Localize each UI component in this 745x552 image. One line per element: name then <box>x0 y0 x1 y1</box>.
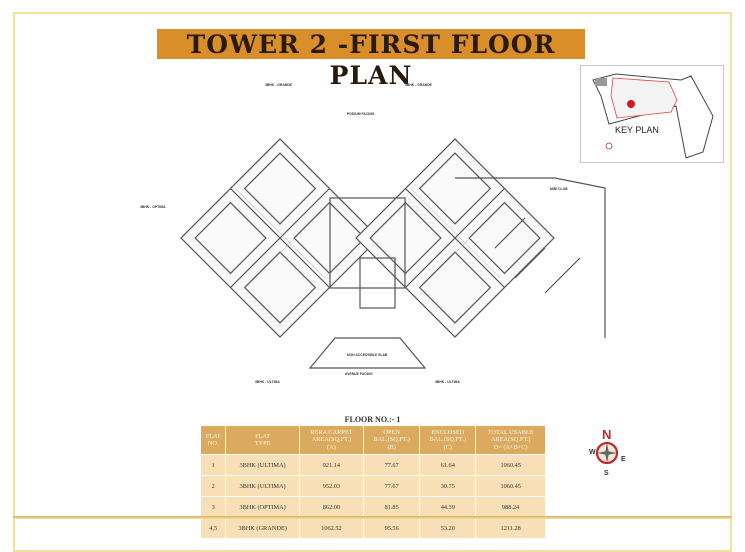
table-cell: 81.85 <box>364 497 420 517</box>
column-header-line: AREA(SQ.FT.) <box>311 436 352 444</box>
floor-plan-drawing: PODIUM FACING AVENUE FACING NON ACCESSIB… <box>140 83 606 384</box>
column-header-line: (A) <box>327 443 336 451</box>
column-header-line: BAL.(SQ.FT.) <box>429 436 466 444</box>
column-header-line: (C) <box>443 443 452 451</box>
table-cell: 77.67 <box>364 455 420 475</box>
table-cell: 61.64 <box>420 455 476 475</box>
column-header-line: FLAT <box>205 432 221 440</box>
column-header-line: RERA CARPET <box>310 429 353 437</box>
floor-number: FLOOR NO.:- 1 <box>344 415 401 424</box>
column-header-line: TYPE <box>254 440 271 447</box>
table-cell: 952.03 <box>299 476 364 496</box>
table-cell: 1211.28 <box>476 518 545 538</box>
table-cell: 862.00 <box>299 497 364 517</box>
table-cell: 30.75 <box>420 476 476 496</box>
table-cell: 4,5 <box>201 518 226 538</box>
table-cell: 95.56 <box>364 518 420 538</box>
label-ultima-right: 3BHK - ULTIMA <box>435 380 460 384</box>
column-header-line: D= (A+B+C) <box>493 443 528 451</box>
table-cell: 921.14 <box>299 455 364 475</box>
label-ultima-left: 3BHK - ULTIMA <box>255 380 280 384</box>
label-podium-facing: PODIUM FACING <box>347 112 375 116</box>
compass-s: S <box>604 470 609 477</box>
table-cell: 3BHK (ULTIMA) <box>226 455 299 475</box>
table-cell: 1062.52 <box>299 518 364 538</box>
compass-e: E <box>621 456 626 463</box>
bottom-divider <box>13 516 732 519</box>
column-header-line: TOTAL USABLE <box>487 429 534 437</box>
table-cell: 53.20 <box>420 518 476 538</box>
table-cell: 1 <box>201 455 226 475</box>
label-optima: 3BHK - OPTIMA <box>140 205 166 209</box>
table-cell: 988.24 <box>476 497 545 517</box>
table-cell: 44.39 <box>420 497 476 517</box>
label-grande-left: 3BHK - GRANDE <box>265 83 293 87</box>
column-header-line: BAL.(SQ.FT.) <box>373 436 410 444</box>
label-grande-right: 3BHK - GRANDE <box>405 83 433 87</box>
compass-n: N <box>602 427 611 442</box>
column-header-line: AREA(SQ.FT.) <box>490 436 531 444</box>
table-cell: 3BHK (GRANDE) <box>226 518 299 538</box>
label-mini-club: MINI CLUB <box>550 187 568 191</box>
key-plan-label: KEY PLAN <box>615 125 659 135</box>
table-cell: 1060.45 <box>476 476 545 496</box>
table-cell: 3 <box>201 497 226 517</box>
label-non-accessible-slab: NON ACCESSIBLE SLAB <box>347 353 388 357</box>
key-plan: KEY PLAN <box>580 65 724 163</box>
column-header-line: FLAT <box>255 432 271 440</box>
page-title: TOWER 2 -FIRST FLOOR PLAN <box>157 29 585 90</box>
table-cell: 2 <box>201 476 226 496</box>
key-plan-map <box>592 73 714 159</box>
compass-w: W <box>589 449 596 456</box>
column-header-line: NO. <box>207 440 219 447</box>
table-cell: 77.67 <box>364 476 420 496</box>
table-cell: 1060.45 <box>476 455 545 475</box>
column-header-line: ENCLOSED <box>431 429 465 437</box>
column-header-line: (B) <box>387 443 396 451</box>
column-header-line: OPEN <box>383 429 400 437</box>
table-cell: 3BHK (OPTIMA) <box>226 497 299 517</box>
table-cell: 3BHK (ULTIMA) <box>226 476 299 496</box>
compass-icon: N W E S <box>589 427 626 477</box>
label-avenue-facing: AVENUE FACING <box>345 372 373 376</box>
